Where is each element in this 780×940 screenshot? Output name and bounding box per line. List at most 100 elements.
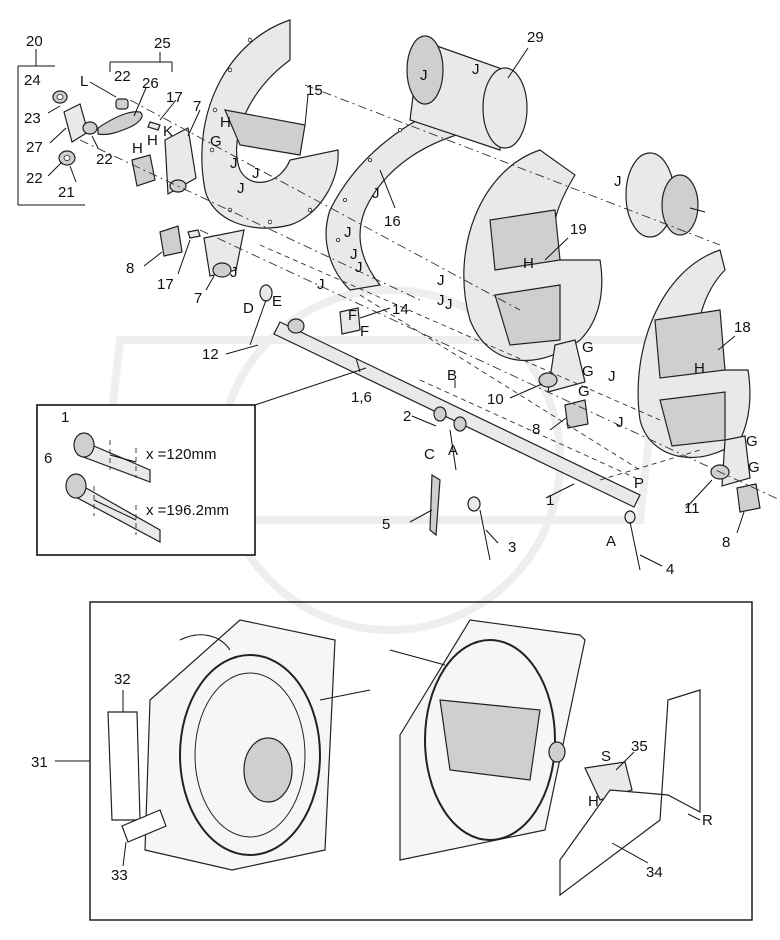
- callout-S: S: [601, 748, 611, 765]
- callout-16: 16: [384, 213, 401, 230]
- callout-A-1: A: [448, 442, 458, 459]
- callout-H-6: H: [588, 793, 599, 810]
- bracket-7-upper: [164, 127, 197, 196]
- callout-G-5: G: [746, 433, 758, 450]
- callout-22-a: 22: [26, 170, 43, 187]
- leader-lines: [47, 47, 745, 867]
- callout-14: 14: [392, 301, 409, 318]
- callout-8-c: 8: [722, 534, 730, 551]
- callout-J-8: J: [344, 224, 352, 241]
- callout-H-4: H: [523, 255, 534, 272]
- callout-12: 12: [202, 346, 219, 363]
- inset-box: 1 6 x =120mm x =196.2mm: [36, 367, 367, 556]
- disc-18: [637, 249, 751, 458]
- tine-5: [429, 473, 441, 537]
- callout-J-15: J: [608, 368, 616, 385]
- group-25-bracket: [109, 52, 173, 72]
- arm-26: [97, 111, 143, 136]
- inset-label-6: 6: [44, 450, 52, 467]
- callout-E: E: [272, 293, 282, 310]
- clip-H-upper: [131, 154, 156, 187]
- bearing-22-mid: [82, 121, 98, 135]
- disc-19: [463, 149, 603, 362]
- callout-17-a: 17: [166, 89, 183, 106]
- callout-H-1: H: [132, 140, 143, 157]
- callout-11: 11: [684, 500, 700, 517]
- callout-P: P: [634, 475, 644, 492]
- callout-J-1: J: [230, 155, 238, 172]
- callout-25: 25: [154, 35, 171, 52]
- callout-J-14: J: [445, 296, 453, 313]
- bracket-10: [538, 339, 586, 393]
- callout-17-b: 17: [157, 276, 174, 293]
- drum-29: [406, 35, 528, 151]
- callout-10: 10: [487, 391, 504, 408]
- clip-8-right: [736, 483, 761, 513]
- callout-8-a: 8: [126, 260, 134, 277]
- callout-D: D: [243, 300, 254, 317]
- pin-17-lower: [187, 229, 201, 239]
- callout-20: 20: [26, 33, 43, 50]
- part-12: [249, 284, 273, 346]
- callout-5: 5: [382, 516, 390, 533]
- inset-dimension-1: x =120mm: [146, 446, 216, 463]
- callout-34: 34: [646, 864, 663, 881]
- callout-J-13: J: [437, 292, 445, 309]
- callout-H-3: H: [220, 114, 231, 131]
- callout-1-6: 1,6: [351, 389, 372, 406]
- callout-A-2: A: [606, 533, 616, 550]
- callout-26: 26: [142, 75, 159, 92]
- spring-4: [624, 510, 641, 571]
- callout-G-3: G: [582, 363, 594, 380]
- bearing-22-top: [115, 98, 129, 110]
- link-arm-27: [63, 103, 89, 143]
- group-20-bracket: [17, 49, 85, 206]
- clip-8-left: [159, 225, 183, 257]
- callout-15: 15: [306, 82, 323, 99]
- callout-22-b: 22: [114, 68, 131, 85]
- callout-31: 31: [31, 754, 48, 771]
- callout-C: C: [424, 446, 435, 463]
- callout-J-6: J: [614, 173, 622, 190]
- callout-labels: 20 24 23 27 22 21 25 L 22 26 22 17 K H H…: [24, 29, 760, 884]
- callout-19: 19: [570, 221, 587, 238]
- callout-L: L: [80, 73, 88, 90]
- springs-2: [433, 406, 467, 471]
- plate-32: [107, 711, 141, 821]
- callout-32: 32: [114, 671, 131, 688]
- callout-J-4: J: [420, 67, 428, 84]
- right-assembly: [389, 619, 586, 861]
- bracket-7-lower: [203, 229, 245, 278]
- callout-21: 21: [58, 184, 75, 201]
- callout-2: 2: [403, 408, 411, 425]
- callout-J-7: J: [372, 185, 380, 202]
- inset-shaft-6: [65, 473, 161, 543]
- callout-H-5: H: [694, 360, 705, 377]
- callout-G-4: G: [578, 383, 590, 400]
- callout-J-3: J: [237, 180, 245, 197]
- callout-F-2: F: [360, 323, 369, 340]
- callout-35: 35: [631, 738, 648, 755]
- callout-3: 3: [508, 539, 516, 556]
- callout-23: 23: [24, 110, 41, 127]
- inset-dimension-6: x =196.2mm: [146, 502, 229, 519]
- hub-right: [625, 152, 706, 238]
- callout-J-11: J: [317, 276, 325, 293]
- callout-J-16: J: [616, 414, 624, 431]
- spring-3: [467, 496, 491, 561]
- inset-label-1: 1: [61, 409, 69, 426]
- callout-29: 29: [527, 29, 544, 46]
- callout-G-1: G: [210, 133, 222, 150]
- callout-7-a: 7: [193, 98, 201, 115]
- callout-H-2: H: [147, 132, 158, 149]
- callout-J-5: J: [472, 61, 480, 78]
- callout-J-17: J: [230, 264, 238, 281]
- callout-33: 33: [111, 867, 128, 884]
- disc-half-15: [201, 19, 339, 229]
- callout-G-6: G: [748, 459, 760, 476]
- bracket-11: [710, 435, 751, 487]
- callout-J-10: J: [355, 259, 363, 276]
- callout-8-b: 8: [532, 421, 540, 438]
- callout-27: 27: [26, 139, 43, 156]
